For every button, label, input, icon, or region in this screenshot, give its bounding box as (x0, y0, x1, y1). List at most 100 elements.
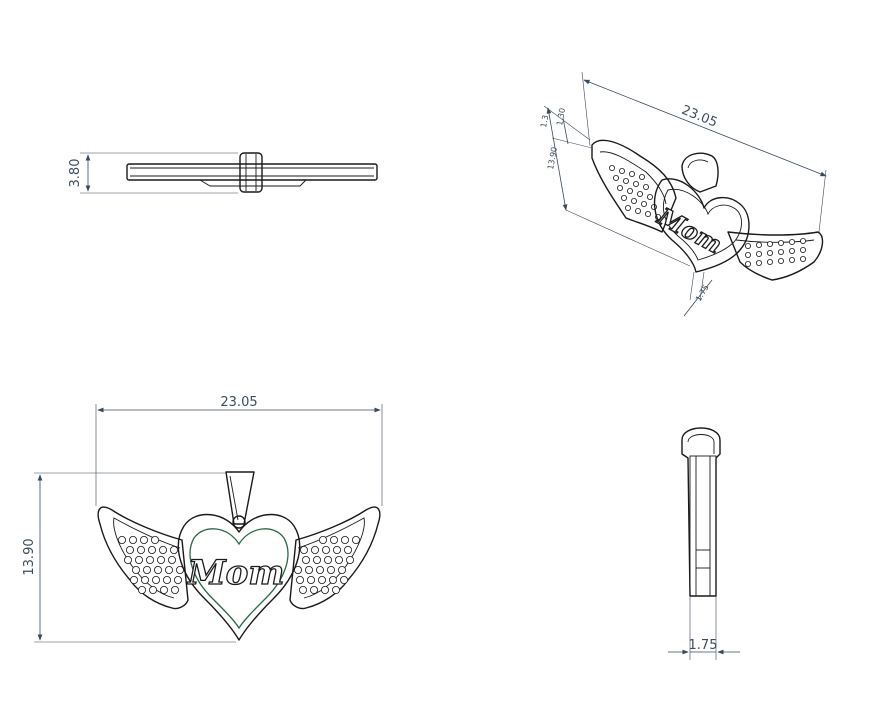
wing-gem (326, 566, 335, 575)
wing-gem (306, 576, 315, 585)
wing-gem (621, 194, 628, 201)
wing-gem (778, 257, 785, 264)
wing-gem (334, 556, 343, 565)
wing-gem (637, 190, 644, 197)
wing-gem (140, 576, 149, 585)
wing-gem (789, 238, 796, 245)
isometric-height-dimension: 13.90 (546, 146, 559, 170)
side-view: 3.80 (68, 152, 378, 194)
wing-gem (301, 556, 310, 565)
wing-gem (131, 566, 140, 575)
wing-gem (129, 576, 138, 585)
wing-gem (623, 177, 630, 184)
wing-gem (800, 255, 807, 262)
wing-gem (645, 210, 652, 217)
wing-gem (745, 242, 752, 249)
wing-gem (169, 546, 178, 555)
end-thickness-dimension: 1.75 (689, 638, 718, 653)
wing-gem (173, 576, 182, 585)
isometric-small-dim-b: 1.30 (555, 107, 567, 126)
isometric-small-dim-a: 1.3 (539, 114, 550, 128)
wing-gem (745, 260, 752, 267)
front-height-dimension: 13.90 (22, 538, 37, 575)
wing-gem (145, 556, 154, 565)
wing-gem (789, 247, 796, 254)
wing-gem (309, 586, 318, 595)
wing-gem (304, 566, 313, 575)
wing-gem (315, 566, 324, 575)
wing-gem (767, 249, 774, 256)
wing-gem (312, 556, 321, 565)
wing-gem (298, 586, 307, 595)
wing-gem (789, 256, 796, 263)
wing-gem (745, 251, 752, 258)
wing-gem (328, 576, 337, 585)
wing-gem (339, 576, 348, 585)
wing-gem (321, 546, 330, 555)
wing-gem (617, 184, 624, 191)
wing-gem (156, 556, 165, 565)
wing-gem (310, 546, 319, 555)
wing-gem (320, 586, 329, 595)
end-view: 1.75 (668, 427, 740, 660)
wing-gem (139, 536, 148, 545)
wing-gem (613, 174, 620, 181)
wing-gem (337, 566, 346, 575)
wing-gem (800, 246, 807, 253)
wing-gem (619, 167, 626, 174)
wing-gem (137, 586, 146, 595)
wing-gem (142, 566, 151, 575)
wing-gem (331, 586, 340, 595)
wing-gem (639, 173, 646, 180)
wing-gem (627, 187, 634, 194)
wing-gem (159, 586, 168, 595)
wing-gem (150, 536, 159, 545)
wing-gem (778, 248, 785, 255)
wing-gem (147, 546, 156, 555)
wing-gem (756, 250, 763, 257)
wing-gem (647, 193, 654, 200)
wing-gem (609, 164, 616, 171)
wing-gem (162, 576, 171, 585)
wing-gem (124, 556, 133, 565)
front-engraving: Mom (187, 553, 284, 593)
wing-gem (756, 241, 763, 248)
wing-gem (299, 546, 308, 555)
wing-gem (134, 556, 143, 565)
wing-gem (631, 197, 638, 204)
wing-gem (128, 536, 137, 545)
wing-gem (340, 536, 349, 545)
wing-gem (167, 556, 176, 565)
wing-gem (329, 536, 338, 545)
wing-gem (778, 239, 785, 246)
wing-gem (643, 183, 650, 190)
wing-gem (153, 566, 162, 575)
wing-gem (318, 536, 327, 545)
wing-gem (164, 566, 173, 575)
isometric-view: Mom 23.05 1.3 1.30 13.90 1.75 (539, 71, 827, 317)
wing-gem (151, 576, 160, 585)
wing-gem (332, 546, 341, 555)
wing-gem (317, 576, 326, 585)
wing-gem (351, 536, 360, 545)
wing-gem (345, 556, 354, 565)
wing-gem (148, 586, 157, 595)
wing-gem (170, 586, 179, 595)
wing-gem (343, 546, 352, 555)
isometric-thickness-dimension: 1.75 (694, 283, 711, 303)
wing-gem (295, 576, 304, 585)
wing-gem (767, 258, 774, 265)
isometric-engraving: Mom (652, 201, 727, 259)
wing-gem (635, 207, 642, 214)
front-view: Mom 23.05 13.90 (22, 395, 383, 643)
wing-gem (136, 546, 145, 555)
wing-gem (756, 259, 763, 266)
wing-gem (158, 546, 167, 555)
wing-gem (323, 556, 332, 565)
wing-gem (629, 170, 636, 177)
isometric-width-dimension: 23.05 (679, 103, 719, 131)
front-width-dimension: 23.05 (220, 395, 257, 410)
wing-gem (625, 204, 632, 211)
front-wing-gems (118, 536, 360, 595)
